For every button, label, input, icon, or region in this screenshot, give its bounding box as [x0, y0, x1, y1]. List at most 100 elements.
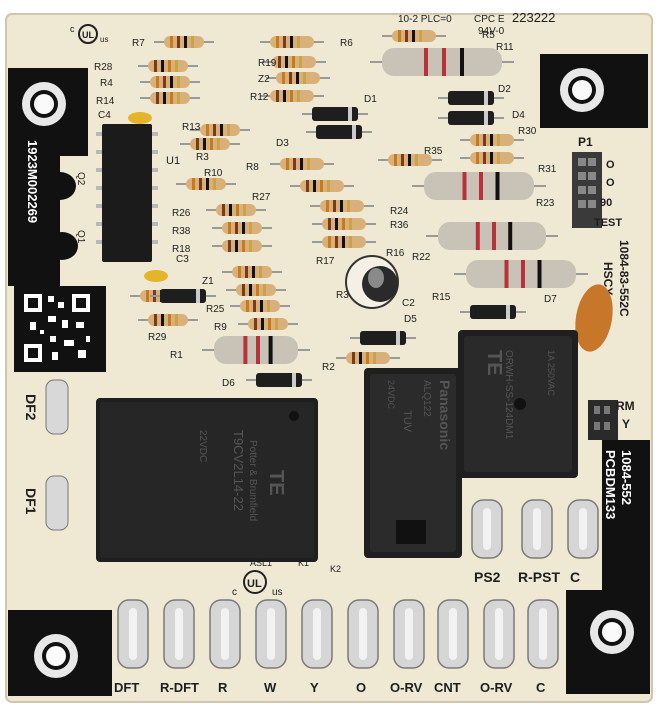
diode [302, 107, 368, 121]
reference-label: R4 [100, 78, 113, 89]
cpc-code: 223222 [512, 10, 555, 25]
k2-cert: TUV [401, 410, 413, 433]
film-capacitor [575, 284, 613, 352]
reference-label: C4 [98, 110, 111, 121]
reference-label: C2 [402, 298, 415, 309]
terminal-label: PS2 [474, 569, 501, 585]
transistor-q2 [44, 172, 76, 200]
terminal-label: R-DFT [160, 680, 199, 695]
ic-label: U1 [166, 155, 180, 167]
q2-label: Q2 [75, 172, 86, 186]
k2-label: K2 [330, 564, 341, 574]
resistor-right [382, 30, 446, 42]
terminal-6-o-rv[interactable] [393, 599, 425, 669]
diode [438, 91, 504, 105]
terminal-c[interactable] [567, 499, 599, 559]
resistor-left [190, 124, 250, 136]
relay-k2 [364, 368, 462, 558]
k3-brand: TE [483, 350, 505, 376]
reference-label: R22 [412, 252, 431, 263]
bottom-code-2: PCBDM133 [603, 450, 618, 519]
k1-label: K1 [298, 558, 309, 568]
k1-rating: 22VDC [197, 430, 208, 462]
power-resistor [426, 222, 558, 250]
resistor-left [212, 240, 272, 252]
resistor-left [226, 284, 286, 296]
df1-label: DF1 [23, 488, 39, 515]
resistor-left [238, 318, 298, 330]
terminal-ps2[interactable] [471, 499, 503, 559]
terminal-7-cnt[interactable] [437, 599, 469, 669]
top-marks-label: 10-2 PLC=0 [398, 14, 452, 25]
terminal-3-w[interactable] [255, 599, 287, 669]
k1-asl: ASL1 [250, 558, 272, 568]
reference-label: R30 [518, 126, 537, 137]
left-board-code: 1923M002269 [25, 140, 40, 223]
rm-label: RM [616, 399, 635, 413]
terminal-5-o[interactable] [347, 599, 379, 669]
svg-text:us: us [272, 587, 283, 598]
terminal-df2[interactable] [45, 379, 69, 435]
terminal-2-r[interactable] [209, 599, 241, 669]
diode [306, 125, 372, 139]
reference-label: D6 [222, 378, 235, 389]
terminal-r-pst[interactable] [521, 499, 553, 559]
resistor-mid [290, 180, 354, 192]
terminal-8-o-rv[interactable] [483, 599, 515, 669]
resistor-mid [336, 352, 400, 364]
reference-label: R35 [424, 146, 443, 157]
bottom-code-1: 1084-552 [619, 450, 634, 505]
terminal-4-y[interactable] [301, 599, 333, 669]
terminal-label: O-RV [480, 680, 513, 695]
power-resistor [202, 336, 310, 364]
svg-text:c: c [70, 24, 75, 34]
resistor-right [460, 134, 524, 146]
reference-label: Z2 [258, 74, 270, 85]
resistor-mid [312, 218, 376, 230]
resistor-left [138, 60, 198, 72]
terminal-label: O [356, 680, 366, 695]
terminal-label: Y [310, 680, 319, 695]
resistor-left [138, 314, 198, 326]
jumper-label-3: 90 [600, 197, 612, 209]
reference-label: R14 [96, 96, 115, 107]
reference-label: D4 [512, 110, 525, 121]
reference-label: R15 [432, 292, 451, 303]
reference-label: R12 [250, 92, 269, 103]
resistor-left [180, 138, 240, 150]
resistor-left [154, 36, 214, 48]
resistor-left [140, 76, 200, 88]
resistor-mid [266, 72, 330, 84]
corner-pad-top-right [540, 54, 648, 128]
reference-label: R10 [204, 168, 223, 179]
resistor-mid [270, 158, 334, 170]
resistor-right [378, 154, 442, 166]
q1-label: Q1 [75, 230, 86, 244]
resistor-mid [260, 36, 324, 48]
terminal-df1[interactable] [45, 475, 69, 531]
reference-label: R1 [170, 350, 183, 361]
terminal-9-c[interactable] [527, 599, 559, 669]
qr-code-icon [24, 294, 90, 362]
resistor-left [140, 92, 200, 104]
jumper-label-1: O [606, 159, 615, 171]
terminal-label: W [264, 680, 277, 695]
terminal-0-dft[interactable] [117, 599, 149, 669]
reference-label: R37 [336, 290, 355, 301]
resistor-left [222, 266, 282, 278]
reference-label: R27 [252, 192, 271, 203]
resistor-mid [262, 56, 326, 68]
reference-label: R11 [496, 42, 514, 53]
right-code-strip [602, 440, 650, 590]
reference-label: R23 [536, 198, 555, 209]
terminal-label: R [218, 680, 228, 695]
power-resistor [370, 48, 514, 76]
side-board-code: 1084-83-552C [617, 240, 631, 317]
power-resistor [412, 172, 546, 200]
terminal-1-r-dft[interactable] [163, 599, 195, 669]
reference-label: D2 [498, 84, 511, 95]
reference-label: R17 [316, 256, 335, 267]
terminal-label: O-RV [390, 680, 423, 695]
jumper-header-rm [588, 400, 618, 440]
